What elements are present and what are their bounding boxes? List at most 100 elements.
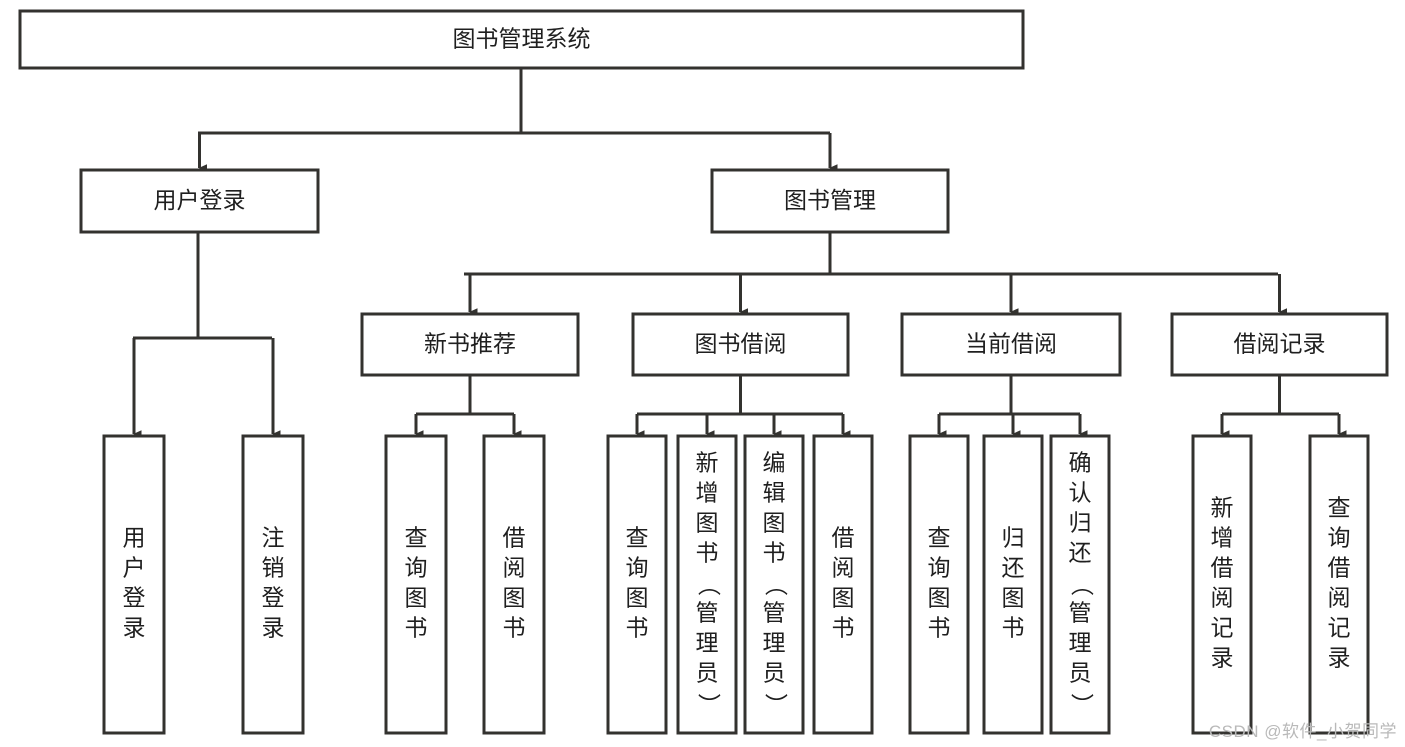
svg-text:图: 图 [832,585,855,611]
node-current-borrow-rect[interactable] [900,312,1122,377]
svg-text:记: 记 [1211,615,1234,641]
svg-text:书: 书 [832,615,855,641]
svg-text:新: 新 [1211,495,1234,521]
svg-text:阅: 阅 [1328,585,1351,611]
node-new-book-rec[interactable]: 新书推荐 [360,312,580,377]
node-user-login-label: 用户登录 [154,187,246,213]
svg-text:阅: 阅 [832,555,855,581]
svg-text:归: 归 [1002,525,1025,551]
svg-text:）: ） [763,693,789,716]
node-leaf-user-login[interactable]: 用户登录 [102,434,166,735]
svg-text:询: 询 [1328,525,1351,551]
node-book-borrow-rect[interactable] [631,312,850,377]
svg-text:书: 书 [626,615,649,641]
svg-text:管: 管 [1069,600,1092,626]
svg-text:管: 管 [696,600,719,626]
svg-text:员: 员 [763,660,786,686]
svg-text:书: 书 [1002,615,1025,641]
svg-text:认: 认 [1069,480,1092,506]
node-leaf-query-book-rec-rect[interactable] [384,434,448,735]
node-root[interactable]: 图书管理系统 [18,9,1025,70]
svg-text:（: （ [1069,573,1095,596]
node-current-borrow[interactable]: 当前借阅 [900,312,1122,377]
node-borrow-record-rect[interactable] [1170,312,1389,377]
svg-text:录: 录 [123,615,146,641]
svg-text:编: 编 [763,450,786,476]
svg-text:查: 查 [1328,495,1351,521]
node-leaf-confirm-return-rect[interactable] [1049,434,1111,735]
node-borrow-record[interactable]: 借阅记录 [1170,312,1389,377]
svg-text:（: （ [763,573,789,596]
node-leaf-query-record-rect[interactable] [1308,434,1370,735]
node-leaf-query-book-cur-rect[interactable] [908,434,970,735]
csdn-watermark: CSDN @软件_小贺同学 [1208,722,1397,741]
node-root-label: 图书管理系统 [453,26,591,52]
node-leaf-user-login-rect[interactable] [102,434,166,735]
svg-text:图: 图 [626,585,649,611]
svg-text:销: 销 [262,555,285,581]
node-root-rect[interactable] [18,9,1025,70]
svg-text:查: 查 [626,525,649,551]
svg-text:登: 登 [262,585,285,611]
node-leaf-user-login-label: 用户登录 [123,525,146,641]
svg-text:用: 用 [123,525,146,551]
svg-text:图: 图 [696,510,719,536]
svg-text:阅: 阅 [1211,585,1234,611]
svg-text:查: 查 [928,525,951,551]
connector-lines [132,68,1347,438]
node-leaf-return-book-rect[interactable] [982,434,1044,735]
svg-text:登: 登 [123,585,146,611]
node-leaf-borrow-book-rec-rect[interactable] [482,434,546,735]
node-leaf-logout-rect[interactable] [241,434,305,735]
node-book-manage-label: 图书管理 [784,187,876,213]
node-leaf-add-book-rect[interactable] [676,434,738,735]
svg-text:增: 增 [696,480,719,506]
svg-text:书: 书 [405,615,428,641]
svg-text:员: 员 [1069,660,1092,686]
svg-text:户: 户 [123,555,146,581]
node-leaf-borrow-book-rect[interactable] [812,434,874,735]
svg-text:记: 记 [1328,615,1351,641]
node-borrow-record-label: 借阅记录 [1234,331,1326,357]
node-leaf-edit-book-rect[interactable] [743,434,805,735]
node-user-login-rect[interactable] [79,168,320,234]
svg-text:录: 录 [1211,645,1234,671]
node-leaf-add-record-rect[interactable] [1191,434,1253,735]
node-leaf-query-book-borrow-rect[interactable] [606,434,668,735]
svg-text:询: 询 [928,555,951,581]
svg-text:借: 借 [832,525,855,551]
svg-text:归: 归 [1069,510,1092,536]
node-user-login[interactable]: 用户登录 [79,168,320,234]
svg-text:录: 录 [1328,645,1351,671]
svg-text:）: ） [696,693,722,716]
svg-text:注: 注 [262,525,285,551]
svg-text:借: 借 [503,525,526,551]
node-new-book-rec-rect[interactable] [360,312,580,377]
node-book-borrow[interactable]: 图书借阅 [631,312,850,377]
svg-text:询: 询 [626,555,649,581]
node-book-manage[interactable]: 图书管理 [710,168,950,234]
node-book-manage-rect[interactable] [710,168,950,234]
